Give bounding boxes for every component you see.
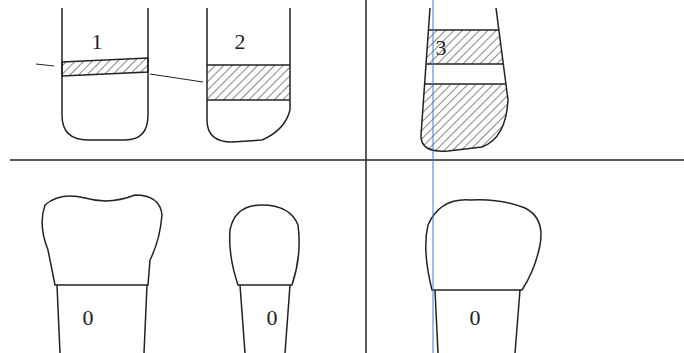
callout-number: 0 bbox=[260, 305, 284, 331]
root-line bbox=[57, 285, 60, 353]
tooth-outline bbox=[62, 8, 148, 140]
callout-number: 3 bbox=[429, 35, 453, 61]
root-line bbox=[144, 285, 147, 353]
band-edge bbox=[207, 99, 290, 101]
callout-number: 0 bbox=[76, 305, 100, 331]
root-line bbox=[435, 290, 438, 353]
band-edge bbox=[207, 64, 290, 66]
leader-line bbox=[150, 74, 203, 82]
divider-line bbox=[10, 159, 684, 161]
root-line bbox=[240, 285, 245, 353]
crown-outline bbox=[42, 195, 162, 285]
hatched-band bbox=[62, 58, 148, 76]
root-line bbox=[515, 290, 520, 353]
divider-line bbox=[365, 0, 367, 353]
crown-outline bbox=[230, 205, 299, 285]
hatched-band bbox=[415, 85, 515, 155]
hatched-band bbox=[207, 65, 290, 100]
band-edge bbox=[415, 63, 515, 65]
callout-number: 1 bbox=[85, 29, 109, 55]
callout-number: 2 bbox=[228, 29, 252, 55]
band-edge bbox=[415, 29, 515, 31]
guide-line bbox=[433, 0, 434, 353]
leader-line bbox=[36, 64, 54, 66]
band-edge bbox=[415, 83, 515, 85]
root-line bbox=[285, 285, 290, 353]
crown-outline bbox=[426, 200, 541, 290]
tooth-outline bbox=[421, 8, 508, 151]
callout-number: 0 bbox=[463, 305, 487, 331]
tooth-outline bbox=[207, 8, 290, 142]
